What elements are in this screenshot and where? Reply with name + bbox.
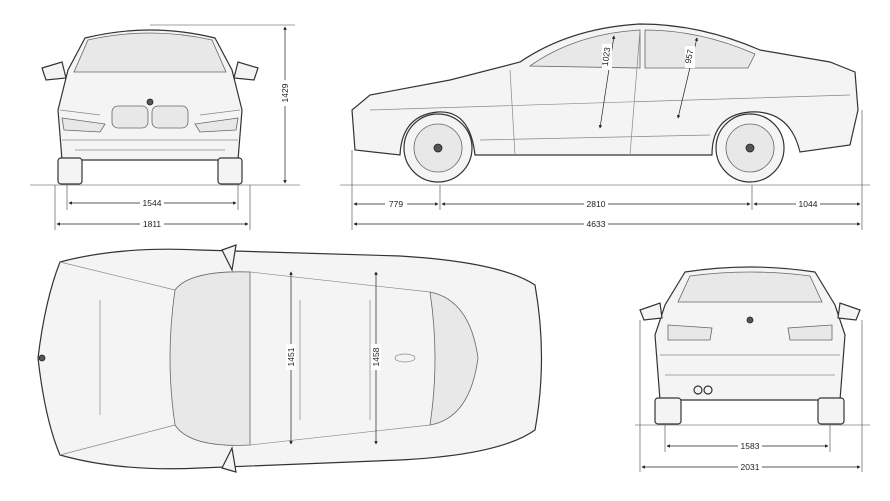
kidney-grille-right — [151, 105, 189, 129]
logo-icon — [146, 98, 154, 106]
length-label: 4633 — [587, 219, 606, 229]
front-overhang-label: 779 — [389, 199, 403, 209]
front-view: 1429 1544 1811 — [30, 24, 300, 230]
rear-track-label: 1583 — [741, 441, 760, 451]
front-width-label: 1811 — [143, 219, 162, 229]
wheelbase-label: 2810 — [587, 199, 606, 209]
rear-headroom-label: 957 — [683, 48, 696, 64]
width-mirrors-label: 2031 — [741, 462, 760, 472]
rear-overhang-label: 1044 — [799, 199, 818, 209]
rear-shoulder-label: 1458 — [371, 347, 381, 366]
front-headroom-label: 1023 — [600, 46, 613, 66]
side-view: 1023 957 779 2810 1044 4633 — [340, 23, 870, 230]
front-shoulder-label: 1451 — [286, 347, 296, 366]
front-height-label: 1429 — [280, 83, 290, 102]
top-view: 1451 1458 — [37, 244, 543, 473]
exhaust-pipe — [693, 385, 703, 395]
logo-icon — [746, 316, 754, 324]
exhaust-pipe — [703, 385, 713, 395]
logo-icon — [38, 354, 46, 362]
kidney-grille-left — [111, 105, 149, 129]
rear-view: 1583 2031 — [635, 266, 870, 472]
front-track-label: 1544 — [143, 198, 162, 208]
